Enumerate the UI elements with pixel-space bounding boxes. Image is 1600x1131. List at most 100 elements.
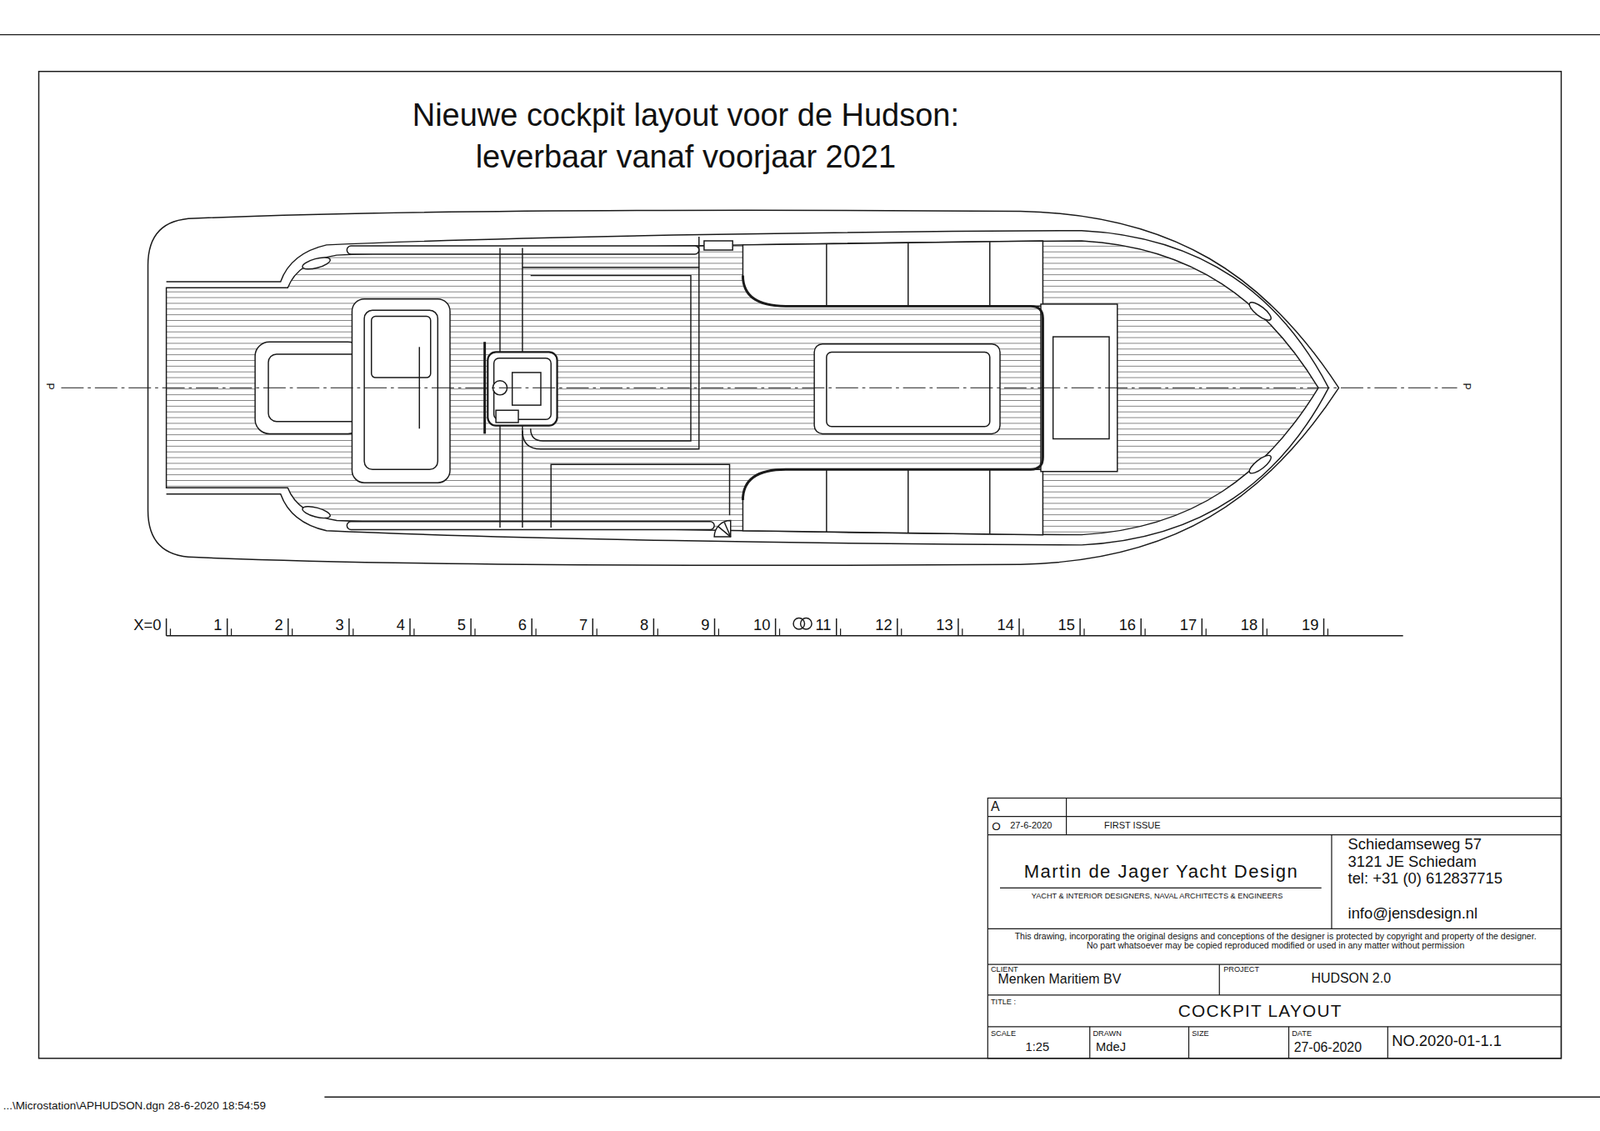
- field-value: MdeJ: [1095, 1040, 1126, 1055]
- cushion-line: [907, 242, 909, 306]
- ruler-label: 3: [335, 616, 345, 634]
- aft-seat: [351, 299, 450, 483]
- line-shape: [987, 928, 1561, 930]
- ruler-tick: [287, 618, 289, 636]
- ruler-tick: [653, 618, 655, 636]
- ruler-label: 18: [1240, 616, 1258, 634]
- line-shape: [1387, 1026, 1389, 1059]
- bow-seat: [742, 469, 1043, 535]
- revision-date: 27-6-2020: [1010, 821, 1052, 832]
- ruler-subtick: [1266, 628, 1268, 636]
- ruler-subtick: [170, 628, 171, 636]
- ruler-label: 17: [1180, 616, 1197, 634]
- ruler-tick: [409, 618, 410, 636]
- ruler-label: 4: [396, 616, 405, 634]
- line-shape: [1188, 1026, 1190, 1059]
- ruler-label: 1: [213, 616, 222, 634]
- cushion-line: [907, 469, 909, 533]
- ruler-label: 12: [875, 616, 892, 634]
- cockpit-table: [826, 351, 990, 426]
- centerline-mark: P: [45, 382, 56, 390]
- ruler-subtick: [1145, 628, 1146, 636]
- sheet-edge: [0, 34, 1600, 35]
- field-value: 1:25: [1025, 1040, 1050, 1055]
- side-rail: [346, 521, 715, 530]
- address-line: Schiedamseweg 57: [1348, 835, 1482, 853]
- cushion-line: [989, 241, 990, 306]
- ruler-subtick: [718, 628, 720, 636]
- ruler-tick: [530, 618, 532, 636]
- line-shape: [1219, 964, 1220, 995]
- cleat: [301, 255, 332, 272]
- compass-symbol: [724, 522, 730, 537]
- hatch: [704, 240, 733, 250]
- ruler-tick: [1262, 618, 1264, 636]
- ruler-tick: [1079, 618, 1080, 636]
- designer-subtitle: YACHT & INTERIOR DESIGNERS, NAVAL ARCHIT…: [1031, 891, 1284, 900]
- walkway-line: [698, 236, 700, 268]
- ruler-tick: [714, 618, 715, 636]
- ruler-subtick: [291, 628, 293, 636]
- cockpit-table: [814, 344, 1000, 435]
- ruler-line: [166, 635, 1404, 636]
- ruler-tick: [1140, 618, 1141, 636]
- ruler-tick: [775, 618, 776, 636]
- cleat: [1246, 452, 1274, 476]
- line-shape: [1330, 835, 1332, 930]
- drawing-title: COCKPIT LAYOUT: [1178, 1001, 1343, 1021]
- aft-cushion: [371, 316, 431, 378]
- line-shape: [987, 994, 1561, 995]
- ruler-label: 9: [700, 616, 710, 634]
- ruler-subtick: [1022, 628, 1024, 636]
- ruler-label: 5: [457, 616, 466, 634]
- copyright-note: This drawing, incorporating the original…: [1010, 931, 1541, 951]
- drawing-lines: [0, 35, 1600, 1098]
- field-label: PROJECT: [1223, 965, 1260, 974]
- field-label: SIZE: [1191, 1030, 1209, 1039]
- ruler-tick: [226, 618, 228, 636]
- cushion-line: [825, 244, 827, 307]
- ruler-label: 2: [274, 616, 283, 634]
- ruler-tick: [348, 618, 350, 636]
- designer-name: Martin de Jager Yacht Design: [1024, 862, 1299, 883]
- ruler-tick: [957, 618, 959, 636]
- ruler-subtick: [352, 628, 354, 636]
- line-shape: [1089, 1026, 1090, 1059]
- ruler-subtick: [413, 628, 415, 636]
- field-label: DRAWN: [1092, 1030, 1121, 1039]
- ruler-label: 10: [753, 616, 770, 634]
- file-path: ...\Microstation\APHUDSON.dgn 28-6-2020 …: [3, 1099, 266, 1112]
- field-label: DATE: [1291, 1030, 1312, 1039]
- ruler-label: 8: [640, 616, 649, 634]
- ruler-subtick: [474, 628, 475, 636]
- ruler-subtick: [840, 628, 841, 636]
- frame-symbol: [800, 617, 812, 629]
- cushion-line: [825, 469, 827, 532]
- field-value: 27-06-2020: [1294, 1040, 1362, 1056]
- ruler-label: X=0: [133, 616, 161, 634]
- field-value: Menken Maritiem BV: [998, 972, 1122, 988]
- centerline: [60, 387, 1457, 389]
- ruler-label: 7: [579, 616, 588, 634]
- ruler-subtick: [535, 628, 536, 636]
- cleat: [301, 504, 332, 521]
- ruler-tick: [896, 618, 898, 636]
- sheet-edge: [324, 1096, 1600, 1098]
- ruler-subtick: [1205, 628, 1207, 636]
- drawing-number: NO.2020-01-1.1: [1391, 1032, 1502, 1050]
- ruler-tick: [1201, 618, 1203, 636]
- ruler-tick: [470, 618, 471, 636]
- ruler-subtick: [779, 628, 780, 636]
- ruler-tick: [592, 618, 594, 636]
- field-label: TITLE :: [990, 998, 1016, 1007]
- line-shape: [1288, 1026, 1290, 1059]
- field-value: HUDSON 2.0: [1310, 971, 1391, 987]
- ruler-tick: [165, 618, 167, 636]
- ruler-subtick: [657, 628, 659, 636]
- revision-number: O: [991, 819, 1000, 832]
- diagram-title: Nieuwe cockpit layout voor de Hudson: le…: [400, 94, 972, 178]
- ruler-subtick: [230, 628, 232, 636]
- revision-note: FIRST ISSUE: [1104, 821, 1161, 832]
- helm-console: [487, 351, 557, 425]
